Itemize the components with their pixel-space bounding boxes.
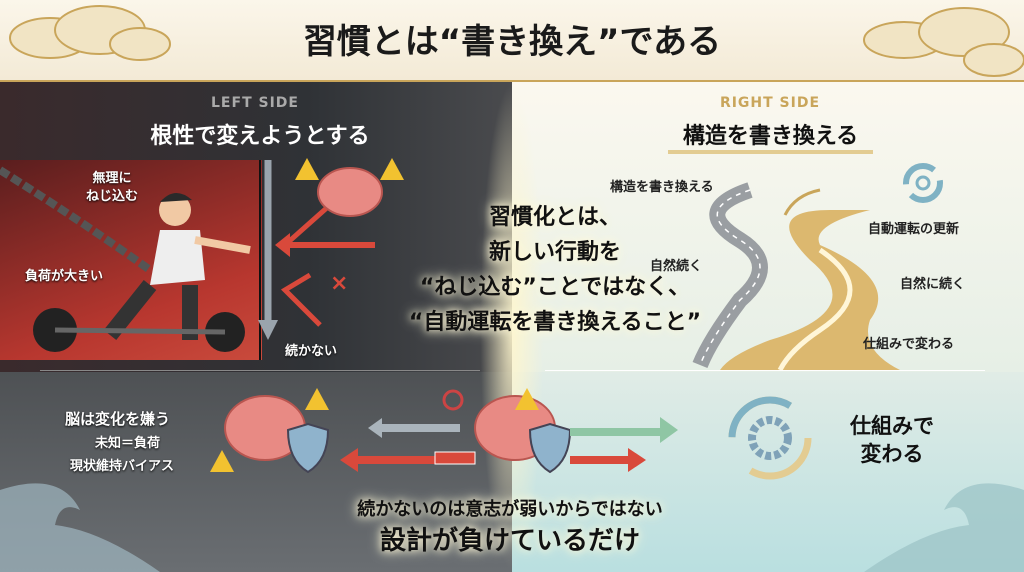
cloud-ornament-right <box>863 7 1024 77</box>
label-system-line2: 変わる <box>860 442 924 466</box>
refresh-cycle-icon <box>903 163 943 203</box>
label-load: 負荷が大きい <box>25 269 104 284</box>
bottom-message: 続かないのは意志が弱いからではない 設計が負けているだけ <box>300 496 720 558</box>
label-force-line1: 無理に <box>92 171 132 186</box>
label-natural: 自然続く <box>650 259 703 274</box>
divider <box>40 370 480 371</box>
blocked-arrows-illustration: × <box>258 160 375 360</box>
right-panel <box>512 82 1024 372</box>
label-system-changes: 仕組みで 変わる <box>850 412 934 468</box>
stressed-brain-icon <box>295 158 404 217</box>
divider <box>545 370 985 371</box>
label-rewrite: 構造を書き換える <box>610 180 714 195</box>
label-system-change: 仕組みで変わる <box>863 337 955 352</box>
roads-illustration <box>692 182 900 370</box>
right-section-label: RIGHT SIDE <box>719 95 821 111</box>
cloud-ornament-left <box>9 5 171 61</box>
left-section-title: 根性で変えようとする <box>150 124 370 149</box>
label-status-quo-bias: 現状維持バイアス <box>70 459 175 474</box>
quote-line: “ねじ込む”ことではなく、 <box>419 275 691 300</box>
label-unknown-load: 未知＝負荷 <box>95 436 161 451</box>
arrow-head <box>660 417 678 443</box>
label-system-line1: 仕組みで <box>850 414 934 438</box>
left-section-label: LEFT SIDE <box>211 95 299 111</box>
label-not-continue: 続かない <box>285 344 338 359</box>
quote-line: 新しい行動を <box>488 240 621 265</box>
message-line1: 続かないのは意志が弱いからではない <box>357 499 663 520</box>
pushing-man-illustration <box>0 166 251 352</box>
header-band <box>0 0 1024 82</box>
brains-and-arrows-illustration <box>210 388 660 474</box>
quote-line: 習慣化とは、 <box>488 205 621 230</box>
label-force: 無理にねじ込む <box>72 170 152 206</box>
label-auto-update: 自動運転の更新 <box>868 222 960 237</box>
center-quote: 習慣化とは、 新しい行動を “ねじ込む”ことではなく、 “自動運転を書き換えるこ… <box>400 200 710 340</box>
right-section-title: 構造を書き換える <box>668 118 873 154</box>
message-line2: 設計が負けているだけ <box>379 526 640 556</box>
center-glow <box>480 82 544 572</box>
label-force-line2: ねじ込む <box>85 189 138 204</box>
wave-ornament-right <box>864 483 1024 572</box>
label-natural-continue: 自然に続く <box>900 277 966 292</box>
wave-ornament-left <box>0 483 160 572</box>
label-brain-hates-change: 脳は変化を嫌う <box>65 410 171 428</box>
svg-text:×: × <box>330 271 348 296</box>
page-title: 習慣とは“書き換え”である <box>302 22 722 62</box>
gear-cycle-icon <box>728 396 812 480</box>
quote-line: “自動運転を書き換えること” <box>408 310 702 335</box>
